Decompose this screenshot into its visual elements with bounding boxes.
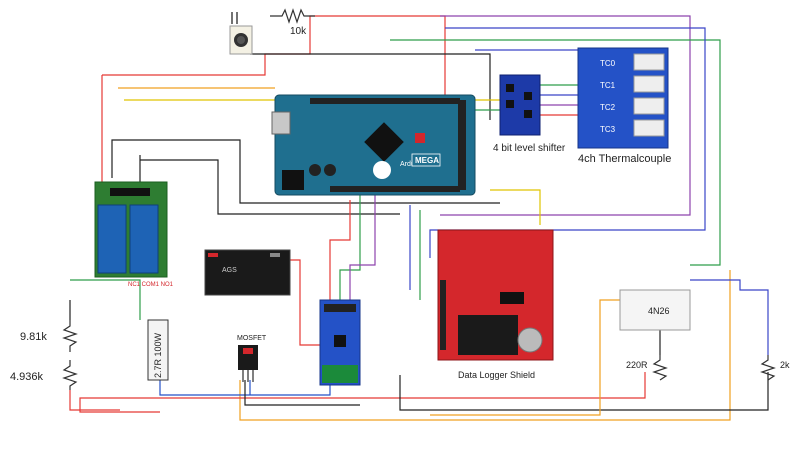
resistor-10k [270, 8, 315, 24]
capacitor [231, 12, 238, 24]
relay-pins-label: NC1 COM1 NO1 [128, 282, 174, 288]
mosfet-label: MOSFET [237, 335, 267, 342]
data-logger-label: Data Logger Shield [458, 370, 535, 380]
svg-text:AGS: AGS [222, 267, 237, 274]
r1-label: 9.81k [20, 331, 47, 343]
power-resistor-label: 2.7R 100W [153, 332, 163, 378]
arduino-model: MEGA [415, 156, 439, 165]
tc-channel-1: TC1 [600, 81, 616, 90]
r-pullup-label: 2k [780, 360, 790, 370]
r-opto-label: 220R [626, 360, 648, 370]
data-logger-shield [437, 229, 554, 361]
level-shifter [499, 74, 541, 136]
tc-channel-2: TC2 [600, 103, 616, 112]
tc-channel-3: TC3 [600, 125, 616, 134]
resistor-divider [62, 320, 78, 390]
push-button [229, 25, 253, 55]
wires [69, 15, 769, 421]
power-resistor [147, 319, 169, 381]
resistor-2k [760, 355, 776, 381]
r2-label: 4.936k [10, 371, 44, 383]
battery: AGS [204, 249, 291, 296]
arduino-mega: Arduino MEGA [271, 94, 476, 196]
thermocouple-board: TC0 TC1 TC2 TC3 [577, 47, 669, 149]
thermocouple-label: 4ch Thermalcouple [578, 153, 671, 165]
resistor-10k-label: 10k [290, 26, 307, 37]
resistor-220r [652, 355, 668, 381]
tc-channel-0: TC0 [600, 59, 616, 68]
mosfet [238, 345, 258, 382]
optocoupler [619, 289, 691, 331]
level-shifter-label: 4 bit level shifter [493, 143, 566, 154]
relay-module [94, 181, 168, 278]
optocoupler-label: 4N26 [648, 306, 670, 316]
current-sensor [319, 299, 361, 386]
